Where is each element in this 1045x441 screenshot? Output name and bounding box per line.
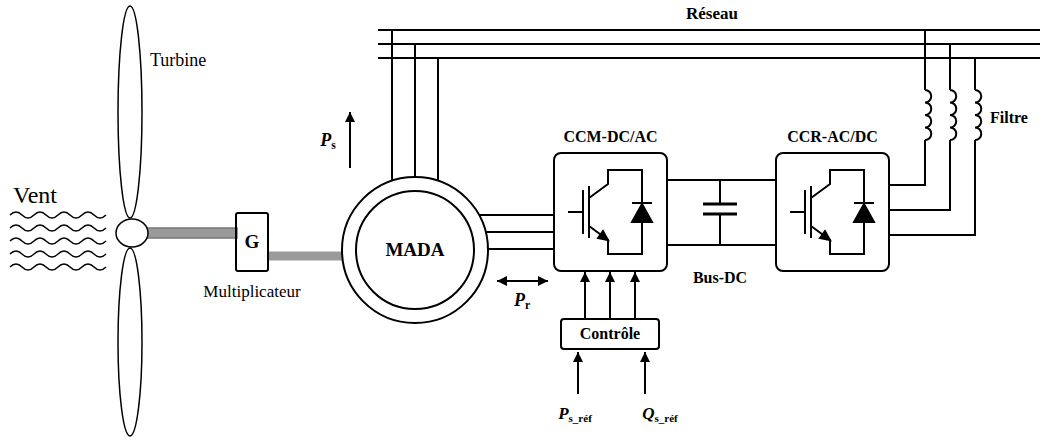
grid-label: Réseau xyxy=(686,4,738,24)
power-arrow xyxy=(497,280,548,282)
turbine-blade xyxy=(118,248,142,436)
converter-box: CCR-AC/DC xyxy=(775,152,890,272)
node-label: G xyxy=(245,231,260,253)
wire xyxy=(668,179,775,181)
node-label: MADA xyxy=(385,239,444,261)
control-arrow xyxy=(584,272,586,318)
turbine-rotor xyxy=(116,6,237,436)
reference-arrow xyxy=(577,352,579,394)
turbine-shaft xyxy=(142,228,237,238)
control-box: Contrôle xyxy=(560,318,660,350)
stator-ring xyxy=(342,177,488,323)
inductor-symbol xyxy=(950,90,956,140)
filter-wire xyxy=(890,140,950,210)
converter-title: CCM-DC/AC xyxy=(563,128,657,146)
control-arrow xyxy=(634,272,636,318)
igbt-symbol xyxy=(790,170,874,254)
turbine-blade xyxy=(118,6,142,218)
reference-symbol: Ps_réf xyxy=(558,404,592,424)
filter-wire xyxy=(890,140,925,185)
wire xyxy=(488,248,553,250)
grid-line xyxy=(378,43,1040,45)
gearbox-box: G xyxy=(235,212,269,272)
rotor-ring xyxy=(356,191,474,309)
wind-line xyxy=(10,251,106,257)
generator-circle: MADA xyxy=(340,175,490,325)
control-arrow xyxy=(609,272,611,318)
dc-capacitor xyxy=(703,180,737,245)
filter-wire xyxy=(974,58,976,90)
reference-symbol: Qs_réf xyxy=(642,404,678,424)
wire xyxy=(486,231,553,233)
wind-label: Vent xyxy=(13,182,57,209)
wind-line xyxy=(10,238,106,244)
wind-line xyxy=(10,225,106,231)
stator-wire xyxy=(391,30,393,181)
power-arrow xyxy=(349,112,351,168)
turbine-hub xyxy=(116,219,148,247)
gearbox-label: Multiplicateur xyxy=(203,282,300,302)
filter-wire xyxy=(949,44,951,90)
power-symbol: Pr xyxy=(514,290,530,311)
filter-wire xyxy=(924,30,926,90)
grid-line xyxy=(378,29,1040,31)
reference-arrow xyxy=(644,352,646,394)
bus-label: Bus-DC xyxy=(693,269,747,287)
inductor-symbol xyxy=(925,90,931,140)
wire xyxy=(668,244,775,246)
wind-lines xyxy=(10,212,106,270)
stator-wire xyxy=(414,44,416,177)
grid-lines xyxy=(378,30,1040,181)
filter-inductors xyxy=(890,30,981,235)
power-arrows xyxy=(350,112,645,394)
wire xyxy=(479,214,553,216)
wind-line xyxy=(10,264,106,270)
turbine-label: Turbine xyxy=(150,50,206,71)
filter-label: Filtre xyxy=(990,109,1028,127)
filter-wire xyxy=(890,140,975,235)
igbt-symbol xyxy=(568,170,652,254)
drive-shaft xyxy=(269,252,342,261)
stator-wire xyxy=(437,58,439,181)
power-symbol: Ps xyxy=(320,130,336,151)
node-label: Contrôle xyxy=(580,325,640,343)
grid-line xyxy=(378,57,1040,59)
converter-box: CCM-DC/AC xyxy=(553,152,668,272)
wind-line xyxy=(10,212,106,218)
converter-title: CCR-AC/DC xyxy=(787,128,878,146)
inductor-symbol xyxy=(975,90,981,140)
